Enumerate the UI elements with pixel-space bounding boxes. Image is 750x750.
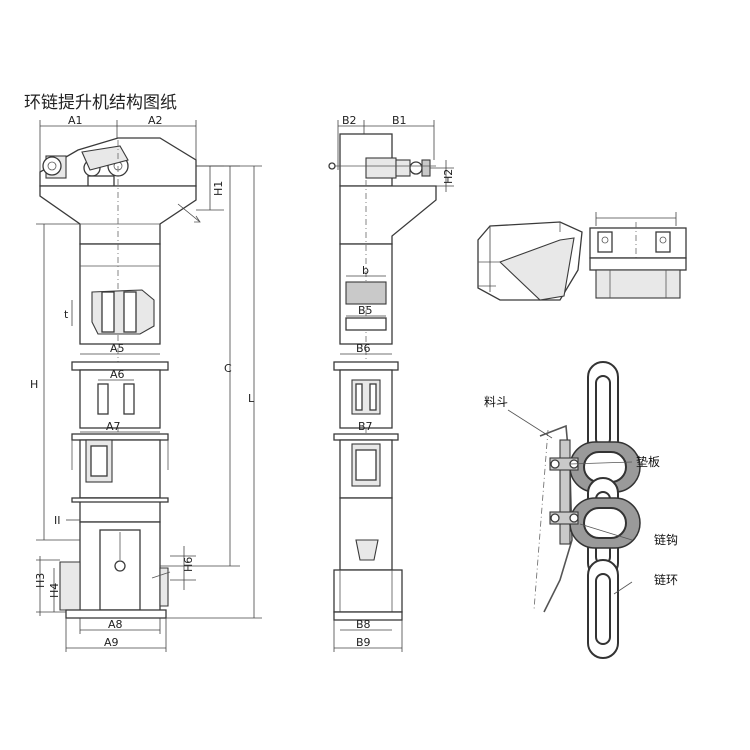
dim-b9: B9: [356, 636, 371, 649]
dim-h: H: [30, 378, 38, 391]
dim-a6: A6: [110, 368, 125, 381]
dim-a9: A9: [104, 636, 119, 649]
dim-b2: B2: [342, 114, 357, 127]
dim-t: t: [64, 308, 69, 321]
dim-c: C: [224, 362, 232, 375]
dim-l: L: [248, 392, 255, 405]
dim-a1: A1: [68, 114, 83, 127]
dim-h3: H3: [34, 573, 47, 588]
dim-h1: H1: [212, 181, 225, 196]
dim-b5: B5: [358, 304, 373, 317]
dim-h4: H4: [48, 583, 61, 598]
bucket-front-detail: [589, 212, 687, 300]
front-view: A1 A2 H1 A4 t: [30, 114, 262, 652]
dim-h6: H6: [182, 557, 195, 572]
chain-detail: 料斗 垫板 链钩 链环: [484, 361, 678, 659]
dim-a8: A8: [108, 618, 123, 631]
dim-b: b: [362, 264, 369, 277]
dim-b1: B1: [392, 114, 407, 127]
callout-bucket: 料斗: [484, 395, 508, 409]
dim-a7: A7: [106, 420, 121, 433]
callout-ring: 链环: [654, 572, 678, 587]
dim-a5: A5: [110, 342, 125, 355]
side-view: B2 B1 H2 b B5 B6 B7: [328, 114, 455, 652]
callout-pad: 垫板: [636, 454, 660, 469]
dim-b7: B7: [358, 420, 373, 433]
dim-a2: A2: [148, 114, 163, 127]
bucket-side-detail: [477, 221, 583, 301]
dim-b6: B6: [356, 342, 371, 355]
dim-h2: H2: [442, 169, 455, 184]
section-mark-ii: II: [54, 514, 61, 527]
dim-b8: B8: [356, 618, 371, 631]
drawing-title: 环链提升机结构图纸: [24, 93, 177, 113]
callout-hook: 链钩: [654, 532, 678, 547]
